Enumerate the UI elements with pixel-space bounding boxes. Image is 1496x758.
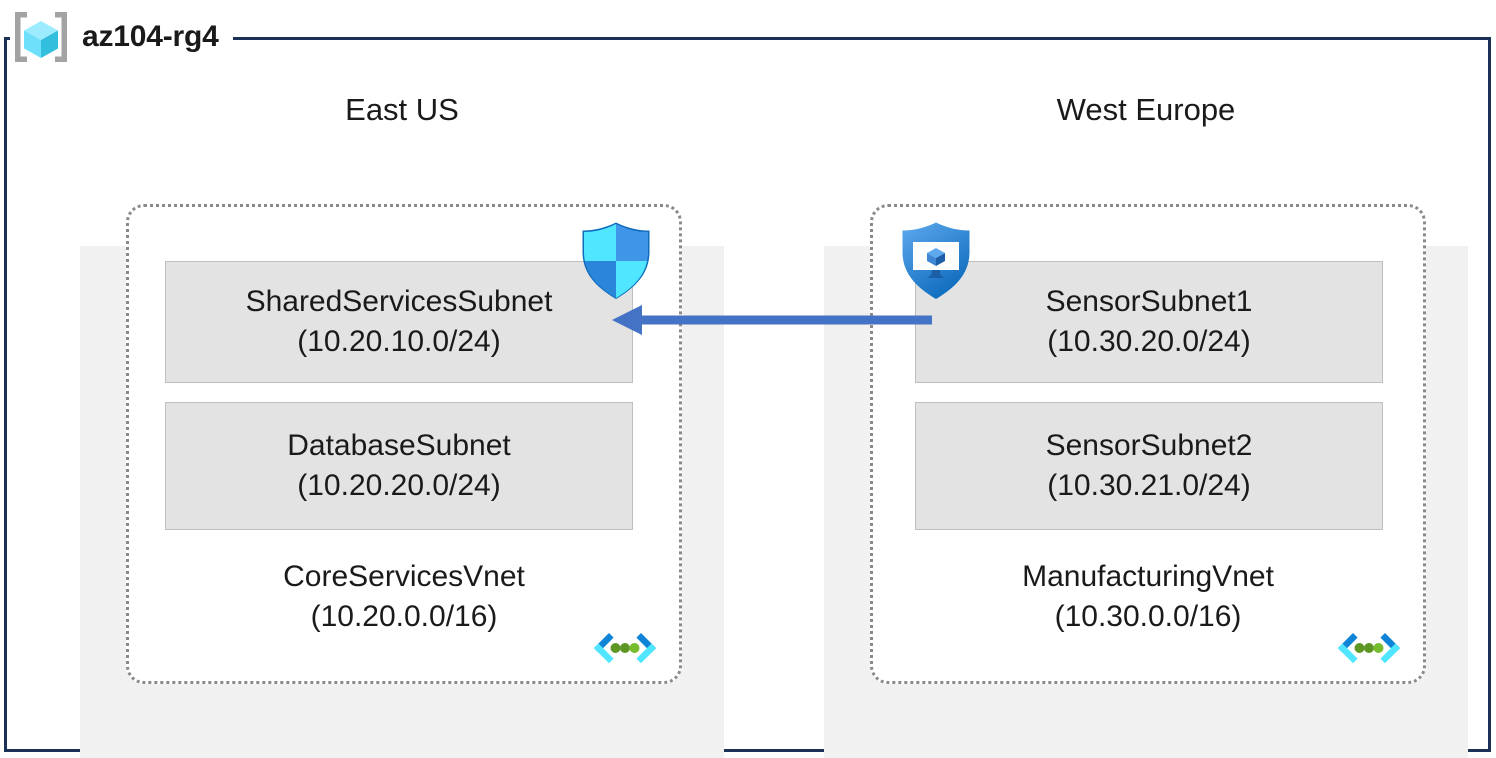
subnet-sensorsubnet1: SensorSubnet1 (10.30.20.0/24) — [915, 261, 1383, 383]
virtual-network-icon — [1331, 627, 1407, 675]
vnet-name: ManufacturingVnet — [1022, 560, 1274, 593]
resource-group-name: az104-rg4 — [82, 20, 219, 53]
resource-group-cube-icon — [10, 9, 72, 65]
subnet-cidr: (10.30.21.0/24) — [1047, 469, 1251, 502]
virtual-network-icon — [587, 627, 663, 675]
subnet-cidr: (10.20.20.0/24) — [297, 469, 501, 502]
subnet-name: SensorSubnet1 — [1045, 285, 1253, 318]
vnet-cidr: (10.20.0.0/16) — [310, 600, 498, 633]
subnet-name: SensorSubnet2 — [1045, 429, 1253, 462]
region-label: West Europe — [1056, 92, 1236, 127]
resource-group-frame — [4, 37, 1491, 752]
vnet-name: CoreServicesVnet — [283, 560, 525, 593]
vnet-cidr: (10.30.0.0/16) — [1054, 600, 1242, 633]
application-security-group-shield-icon — [898, 222, 974, 300]
region-label: East US — [345, 92, 459, 127]
resource-group-header: az104-rg4 — [10, 4, 233, 70]
subnet-name: DatabaseSubnet — [287, 429, 511, 462]
subnet-sensorsubnet2: SensorSubnet2 (10.30.21.0/24) — [915, 402, 1383, 530]
subnet-cidr: (10.30.20.0/24) — [1047, 325, 1251, 358]
vnet-caption: ManufacturingVnet (10.30.0.0/16) — [873, 557, 1423, 637]
subnet-name: SharedServicesSubnet — [245, 285, 553, 318]
subnet-cidr: (10.20.10.0/24) — [297, 325, 501, 358]
subnet-sharedservicessubnet: SharedServicesSubnet (10.20.10.0/24) — [165, 261, 633, 383]
subnet-databasesubnet: DatabaseSubnet (10.20.20.0/24) — [165, 402, 633, 530]
vnet-caption: CoreServicesVnet (10.20.0.0/16) — [129, 557, 679, 637]
peering-arrow-left-icon — [612, 300, 932, 340]
network-security-group-shield-icon — [578, 222, 654, 300]
